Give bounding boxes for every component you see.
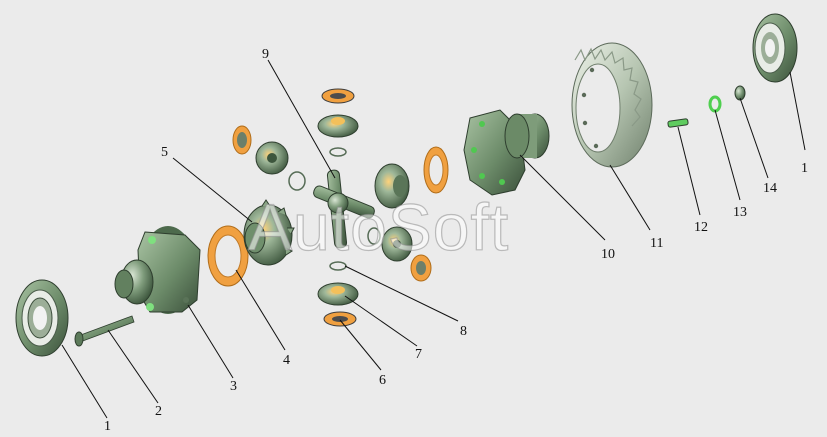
callout-6: 6 xyxy=(379,373,386,388)
side-gear-right xyxy=(374,163,410,209)
bolt xyxy=(74,315,135,347)
leader-5 xyxy=(172,157,253,223)
thrust-washer-right xyxy=(410,254,432,282)
o-ring-top xyxy=(329,147,347,157)
leader-1-left xyxy=(61,344,108,419)
leader-14 xyxy=(739,97,769,179)
o-ring-left xyxy=(288,171,306,191)
o-ring-right xyxy=(367,227,381,245)
leader-7 xyxy=(344,295,418,347)
leader-4 xyxy=(235,269,286,351)
callout-11: 11 xyxy=(650,236,663,251)
pinion-gear-bottom xyxy=(317,282,359,306)
callout-4: 4 xyxy=(283,353,290,368)
callout-2: 2 xyxy=(155,404,162,419)
callout-13: 13 xyxy=(733,205,747,220)
callout-9: 9 xyxy=(262,47,269,62)
leader-8 xyxy=(344,265,459,322)
pinion-gear-right xyxy=(381,226,413,262)
watermark-text: AutoSoft xyxy=(248,190,509,264)
callout-10: 10 xyxy=(601,247,615,262)
side-gear-left xyxy=(243,199,295,266)
shim-right xyxy=(423,146,449,194)
callout-1-left: 1 xyxy=(104,419,111,434)
bearing-left xyxy=(15,279,69,357)
ring-gear xyxy=(571,42,653,168)
spider-cross xyxy=(313,169,375,249)
callout-5: 5 xyxy=(161,145,168,160)
callout-12: 12 xyxy=(694,220,708,235)
bearing-right xyxy=(752,13,798,83)
case-half-left xyxy=(114,226,201,314)
leader-1-right xyxy=(789,71,806,151)
thrust-washer-top xyxy=(321,88,355,104)
callout-3: 3 xyxy=(230,379,237,394)
pinion-gear-top xyxy=(317,114,359,138)
thrust-washer-bottom xyxy=(323,311,357,327)
callout-14: 14 xyxy=(763,181,777,196)
leader-2 xyxy=(107,329,159,404)
callout-labels: 1 2 3 4 5 6 7 8 9 10 11 12 13 14 1 xyxy=(104,47,808,434)
callout-8: 8 xyxy=(460,324,467,339)
leader-3 xyxy=(187,304,234,379)
leader-13 xyxy=(714,109,741,201)
leader-6 xyxy=(339,319,382,371)
leader-11 xyxy=(609,164,651,231)
nut xyxy=(734,85,746,101)
leader-10 xyxy=(519,154,606,241)
callout-1-right: 1 xyxy=(801,161,808,176)
shim-large xyxy=(207,225,249,287)
thrust-washer-upper-left xyxy=(232,125,252,155)
leader-9 xyxy=(267,59,336,179)
leader-lines xyxy=(61,59,806,419)
stud xyxy=(667,118,689,128)
callout-7: 7 xyxy=(415,347,422,362)
leader-12 xyxy=(677,126,701,216)
lock-washer xyxy=(708,95,722,113)
case-half-right xyxy=(463,109,550,196)
pinion-gear-upper-left xyxy=(255,141,289,175)
